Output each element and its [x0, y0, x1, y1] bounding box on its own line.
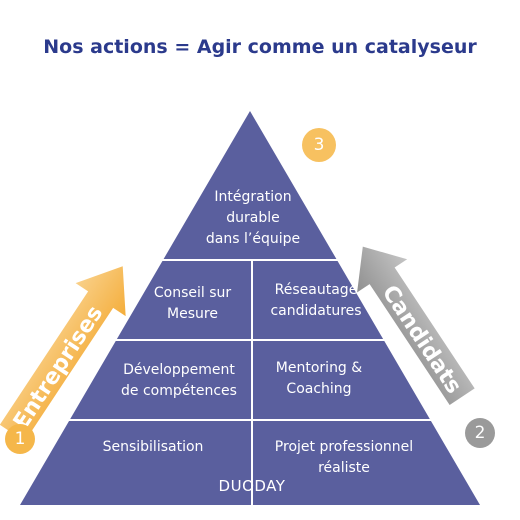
tier-top-label: Intégration durable dans l’équipe — [205, 189, 301, 247]
step-1-badge: 1 — [5, 424, 35, 454]
tier4-right-label: Projet professionnel réaliste — [274, 439, 414, 476]
duoday-watermark: DUODAY — [218, 477, 286, 495]
tier2-right-label: Réseautage candidatures — [270, 282, 362, 319]
step-3-badge: 3 — [302, 128, 336, 162]
tier3-right-label: Mentoring & Coaching — [275, 360, 363, 397]
pyramid-shape — [20, 111, 480, 505]
tier3-left-label: Développement de compétences — [121, 362, 237, 399]
page-title: Nos actions = Agir comme un catalyseur — [43, 36, 477, 58]
tier4-left-label: Sensibilisation — [102, 439, 204, 455]
pyramid-dividers — [58, 259, 442, 505]
tier2-left-label: Conseil sur Mesure — [153, 285, 232, 322]
step-2-badge: 2 — [465, 418, 495, 448]
